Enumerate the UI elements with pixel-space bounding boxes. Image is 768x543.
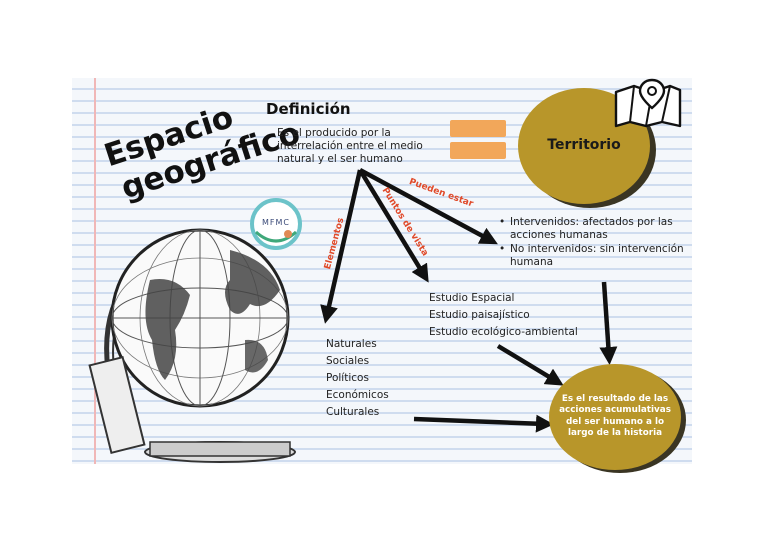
territory-label: Territorio [547,137,621,153]
states-list: Intervenidos: afectados por las acciones… [499,216,694,270]
element-item: Sociales [326,355,370,367]
element-item: Políticos [326,372,369,384]
logo-badge [250,198,302,250]
result-circle [549,364,681,470]
elements-list: Naturales Sociales Políticos Económicos … [326,336,389,421]
state-intervened: Intervenidos: afectados por las acciones… [499,216,694,242]
result-text: Es el resultado de las acciones acumulat… [559,394,671,438]
arrow-studies-to-result [496,344,564,386]
equals-bar-bottom [450,142,506,159]
arrow-territory-to-result [599,281,618,365]
study-item: Estudio Espacial [429,292,515,304]
study-item: Estudio ecológico-ambiental [429,326,578,338]
definition-heading: Definición [266,100,351,118]
arrow-to-elements [320,169,363,324]
equals-bar-top [450,120,506,137]
studies-list: Estudio Espacial Estudio paisajístico Es… [429,290,578,341]
study-item: Estudio paisajístico [429,309,530,321]
globe-illustration [88,228,296,463]
element-item: Naturales [326,338,377,350]
arrow-to-studies [358,168,429,283]
logo-text: MFMC [262,218,290,227]
definition-text: Es el producido por la interrelación ent… [277,127,423,165]
arrow-to-states [358,168,498,245]
map-pin-icon [614,78,682,128]
element-item: Económicos [326,389,389,401]
state-not-intervened: No intervenidos: sin intervención humana [499,243,694,269]
arrow-elements-to-result [413,414,554,433]
element-item: Culturales [326,406,380,418]
paper-margin-line [94,78,96,464]
